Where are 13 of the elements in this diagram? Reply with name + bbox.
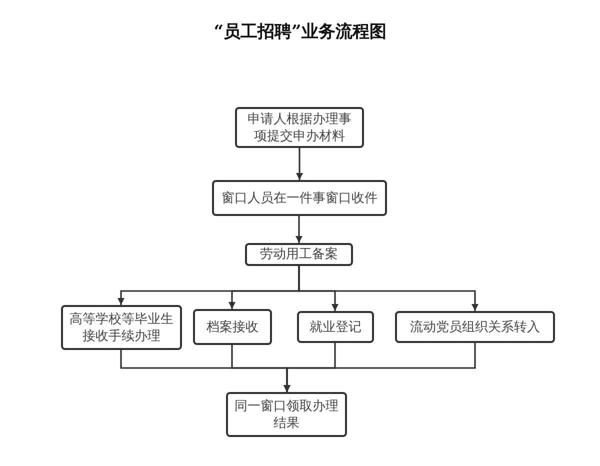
process-box: 同一窗口领取办理结果 bbox=[226, 392, 347, 437]
process-box: 档案接收 bbox=[193, 309, 272, 345]
title: “员工招聘”业务流程图 bbox=[212, 21, 388, 43]
process-box: 申请人根据办理事项提交申办材料 bbox=[235, 107, 364, 148]
process-box: 就业登记 bbox=[297, 311, 374, 343]
arrow bbox=[296, 216, 302, 243]
process-box: 流动党员组织关系转入 bbox=[395, 311, 555, 343]
process-box: 高等学校等毕业生接收手续办理 bbox=[61, 305, 182, 350]
arrow bbox=[298, 266, 478, 311]
arrow bbox=[296, 148, 303, 180]
process-box: 窗口人员在一件事窗口收件 bbox=[212, 180, 387, 216]
arrow bbox=[284, 343, 476, 392]
process-box: 劳动用工备案 bbox=[245, 243, 353, 266]
